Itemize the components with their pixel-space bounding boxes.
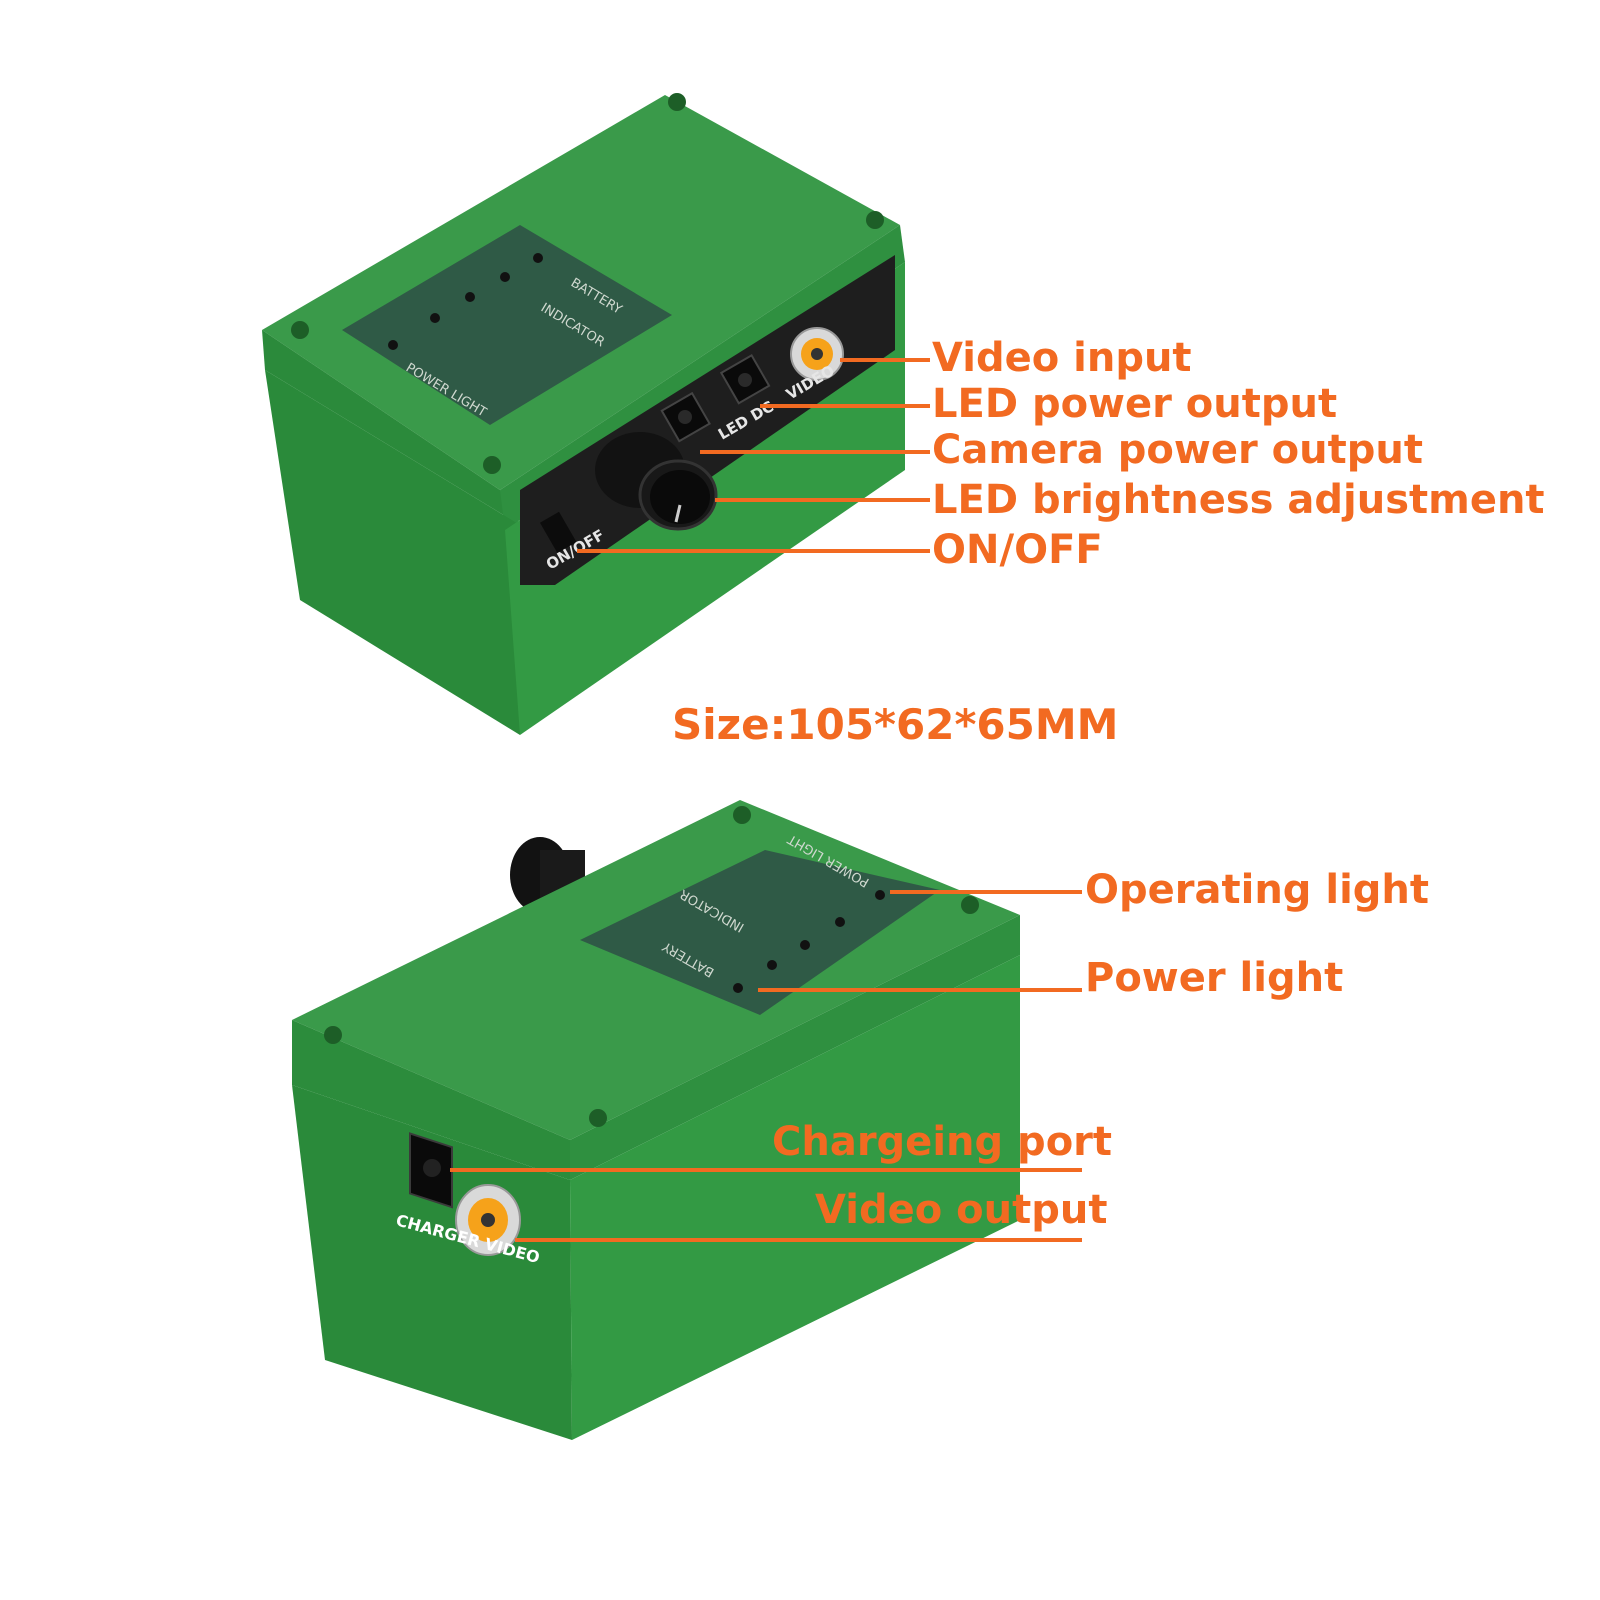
top-callout-lines xyxy=(577,358,930,553)
callout-camera-power-output: Camera power output xyxy=(932,427,1423,473)
callout-charging-port: Chargeing port xyxy=(772,1119,1113,1165)
power-light-led xyxy=(388,340,398,350)
callout-power-light: Power light xyxy=(1085,955,1344,1001)
callout-led-power-output: LED power output xyxy=(932,381,1338,427)
video-input-rca xyxy=(790,327,844,381)
size-label: Size:105*62*65MM xyxy=(672,700,1119,749)
on-off-switch xyxy=(539,511,577,554)
callout-operating-light: Operating light xyxy=(1085,867,1430,913)
operating-light-led xyxy=(875,890,885,900)
bottom-callout-lines xyxy=(450,890,1082,1242)
video-output-rca xyxy=(455,1184,521,1256)
callout-on-off: ON/OFF xyxy=(932,527,1103,573)
power-light-led-bottom xyxy=(733,983,743,993)
callout-led-brightness: LED brightness adjustment xyxy=(932,477,1545,523)
top-enclosure xyxy=(262,93,905,735)
bottom-enclosure xyxy=(292,800,1020,1440)
callout-video-input: Video input xyxy=(932,335,1192,381)
callout-video-output: Video output xyxy=(815,1187,1108,1233)
brightness-knob xyxy=(595,432,718,531)
